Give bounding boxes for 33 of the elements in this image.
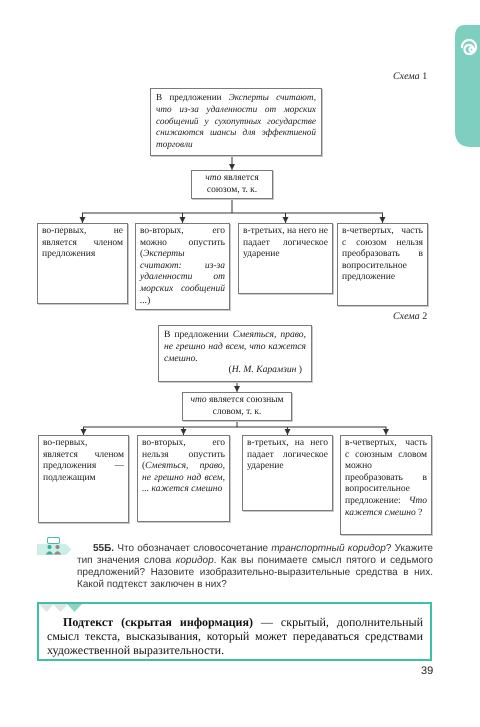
box-text: во-вторых, его можно опустить (Эксперты считают: из-за удаленности от морских сообщений ...) <box>140 226 225 308</box>
box-text: В предложении Эксперты считают, что из-за удаленности от морских сообщений у сухопутных государстве снижаются шансы для эффектиеной торговли <box>156 92 316 151</box>
box-text: что является союзным словом, т. к. <box>189 395 285 418</box>
box-text: В предложении Смеяться, право, не грешно над всем, что кажется смешно. <box>164 329 306 364</box>
definition-text: Подтекст (скрытая информация) — скрытый, дополнительный смысл текста, высказывания, который может передаваться средствами художественной выразительности. <box>47 615 423 657</box>
box-text: в-третьих, на него падает логическое ударение <box>247 438 328 473</box>
arrow <box>234 382 240 392</box>
definition-box <box>37 602 432 661</box>
reason-box <box>340 435 432 535</box>
scheme-caption: Схема 1 <box>393 71 428 82</box>
reason-box <box>337 223 428 306</box>
page-number: 39 <box>421 665 434 677</box>
box-text: во-первых, не является членом предложения <box>42 226 123 261</box>
sentence-box <box>158 325 312 382</box>
scheme-caption: Схема 2 <box>393 311 428 322</box>
author-text: (Н. М. Карамзин ) <box>228 364 303 376</box>
criterion-box <box>182 392 292 422</box>
sentence-box <box>150 88 322 156</box>
box-text: во-первых, является членом предложения — подлежащим <box>43 438 124 484</box>
box-text: во-вторых, его нельзя опустить (Смеяться, право, не грешно над всем, ... кажется смешно <box>142 438 225 496</box>
task-text: 55Б. Что обозначает словосочетание транспортный коридор? Укажите тип значения слова коридор. Как вы понимаете смысл пятого и седьмого предложений? Назовите изобразительно-выразительные средства в них. Какой подтекст заключен в них? <box>77 543 433 591</box>
arrow <box>229 156 235 170</box>
arrow <box>232 198 386 224</box>
box-text: в-четвертых, часть с союзом нельзя преобразовать в вопросительное предложение <box>342 226 423 284</box>
reason-box <box>37 223 128 304</box>
reason-box <box>238 223 333 294</box>
criterion-box <box>191 170 273 200</box>
reason-box <box>242 435 333 511</box>
box-text: что является союзом, т. к. <box>204 173 260 196</box>
box-text: в-четвертых, часть с союзным словом можно преобразовать в вопросительное предложение: Что кажется смешно ? <box>345 438 427 520</box>
reason-box <box>38 435 129 523</box>
box-text: в-третьих, на него не падает логическое ударение <box>243 226 328 261</box>
reason-box <box>137 435 230 522</box>
